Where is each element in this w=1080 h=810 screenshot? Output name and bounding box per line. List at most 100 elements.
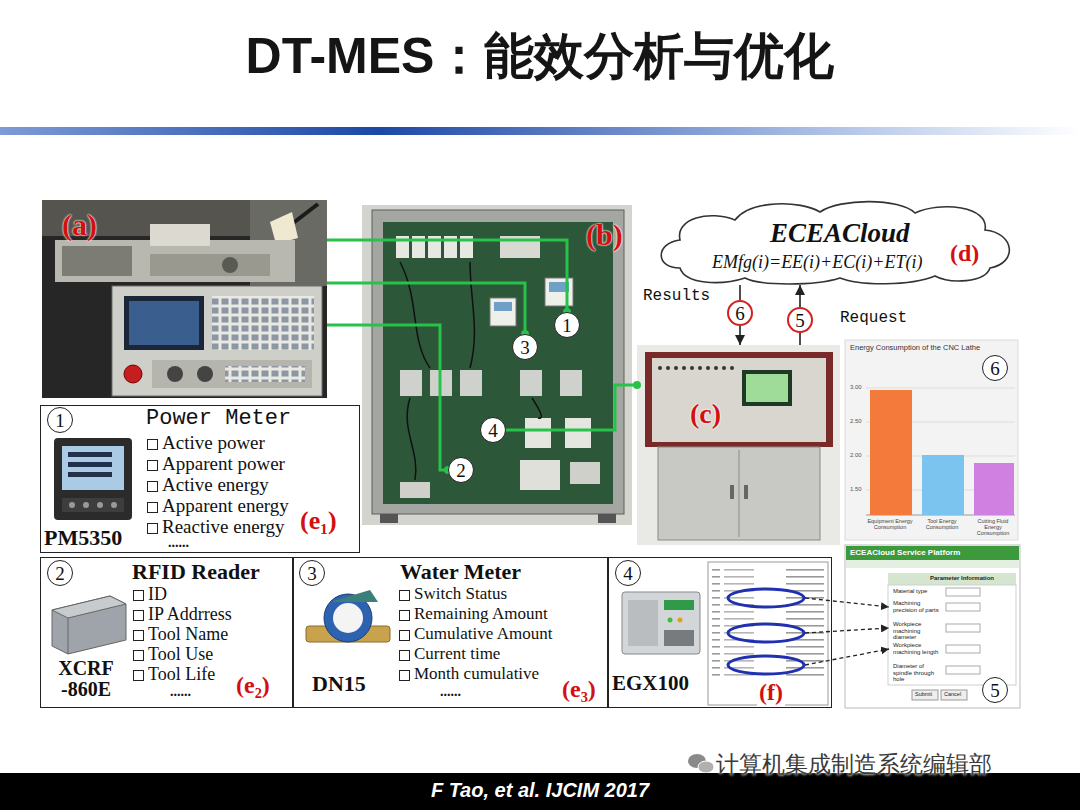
service-platform-screenshot [846, 560, 1019, 568]
callout-number: 6 [982, 355, 1008, 381]
service-platform-screenshot [845, 545, 1020, 708]
water-meter-image [330, 590, 378, 602]
gateway-image [622, 592, 700, 654]
title-rule [0, 127, 1080, 135]
axis-tick: 2.50 [850, 418, 862, 425]
cnc-lathe-photo [42, 200, 327, 398]
photo-panel: (a) [42, 200, 327, 398]
watermark: 计算机集成制造系统编辑部 [716, 751, 992, 777]
gateway-image [668, 618, 673, 623]
panel-label: (c) [690, 398, 721, 430]
energy-bar-chart [845, 340, 1018, 540]
cnc-lathe-photo [42, 200, 327, 398]
flow-arrow [739, 285, 741, 300]
console-photo [658, 447, 820, 540]
callout-number: 3 [512, 334, 538, 360]
power-meter-image [62, 498, 124, 512]
signal-wire [327, 240, 567, 312]
rfid-reader-image [52, 596, 126, 654]
power-meter-image [68, 452, 112, 457]
device-box: DN15Water MeterSwitch StatusRemaining Am… [293, 557, 608, 708]
service-platform-screenshot [888, 573, 1016, 585]
panel-label: (e₂) [236, 672, 270, 700]
title-rule [0, 127, 1080, 135]
gateway-image [664, 630, 694, 646]
panel-label: (a) [62, 208, 97, 243]
signal-wire [506, 385, 637, 430]
parameter-item: Active energy [146, 475, 269, 496]
ellipsis: ...... [440, 685, 461, 699]
callout-number: 1 [555, 313, 579, 337]
cnc-lathe-photo [167, 366, 183, 382]
service-platform-screenshot [946, 666, 980, 674]
control-cabinet-photo [362, 205, 632, 525]
device-box: XCRF -860ERFID ReaderIDIP AddrressTool N… [40, 557, 293, 708]
callout-number: 1 [47, 407, 73, 433]
control-cabinet-photo [400, 482, 430, 498]
console-photo [645, 352, 833, 447]
chart-title: Energy Consumption of the CNC Lathe [850, 344, 980, 353]
control-cabinet-photo [532, 398, 541, 418]
rfid-reader-image [52, 596, 126, 654]
cnc-lathe-photo [150, 254, 270, 276]
control-cabinet-photo [570, 462, 600, 484]
control-cabinet-photo [400, 370, 422, 396]
field-label: Workpiece machining diameter [893, 621, 943, 641]
cnc-lathe-photo [124, 365, 142, 383]
callout-number: 1 [48, 408, 72, 432]
control-cabinet-photo [470, 262, 474, 368]
power-meter-image [111, 502, 117, 508]
callout-number: 4 [481, 418, 505, 442]
field-label: Machining precision of parts [893, 600, 943, 613]
energy-bar-chart [845, 340, 1018, 540]
config-screenshot [712, 566, 824, 676]
cloud-shape: ECEACloudEMfg(i)=EE(i)+EC(i)+ET(i)(d) [650, 198, 1020, 285]
console-photo [706, 366, 710, 370]
device-heading: Water Meter [400, 559, 521, 584]
platform-title: ECEACloud Service Platform [850, 548, 960, 557]
leader-arrow [805, 628, 889, 633]
device-model: EGX100 [612, 672, 689, 694]
config-screenshot [728, 656, 804, 674]
control-cabinet-photo [598, 514, 616, 523]
ellipsis: ...... [170, 685, 191, 699]
chart-panel: Energy Consumption of the CNC Lathe 3.00 2… [845, 340, 1018, 540]
service-platform-screenshot [946, 588, 980, 596]
console-photo [682, 366, 686, 370]
axis-label: Tool Energy Consumption [918, 518, 966, 530]
callout-number: 5 [787, 307, 813, 333]
control-cabinet-photo [565, 418, 591, 448]
device-model: DN15 [312, 672, 366, 695]
button-label: Submit [915, 691, 932, 697]
callout-number: 5 [983, 678, 1007, 702]
flow-arrow [799, 285, 801, 307]
button-label: Cancel [944, 691, 961, 697]
service-platform-screenshot [941, 690, 967, 700]
parameter-item: Tool Use [132, 645, 213, 665]
callout-number: 4 [480, 417, 506, 443]
citation: F Tao, et al. IJCIM 2017 [0, 779, 1080, 802]
flow-arrow [739, 326, 741, 345]
photo-panel: (c) [637, 345, 840, 545]
parameter-item: Reactive energy [146, 517, 285, 538]
service-platform-screenshot [912, 690, 938, 700]
cnc-lathe-photo [150, 224, 210, 246]
console-photo [637, 345, 840, 545]
field-label: Diameter of spindle through hole [893, 663, 943, 683]
console-photo [690, 366, 694, 370]
callout-number: 2 [449, 458, 473, 482]
ellipsis: ...... [168, 536, 189, 550]
service-platform-screenshot [888, 585, 1016, 685]
flow-label: Results [643, 287, 710, 305]
slide-title: DT-MES：能效分析与优化 [0, 26, 1080, 86]
cnc-lathe-photo [222, 257, 238, 273]
console-photo [698, 366, 702, 370]
control-cabinet-photo [545, 278, 573, 306]
wechat-icon [688, 754, 714, 773]
water-meter-image [333, 603, 363, 633]
service-platform-screenshot [846, 546, 1019, 560]
power-meter-image [54, 438, 132, 520]
console-photo [739, 450, 740, 537]
device-model: XCRF -860E [44, 658, 128, 700]
axis-tick: 3.00 [850, 384, 862, 391]
